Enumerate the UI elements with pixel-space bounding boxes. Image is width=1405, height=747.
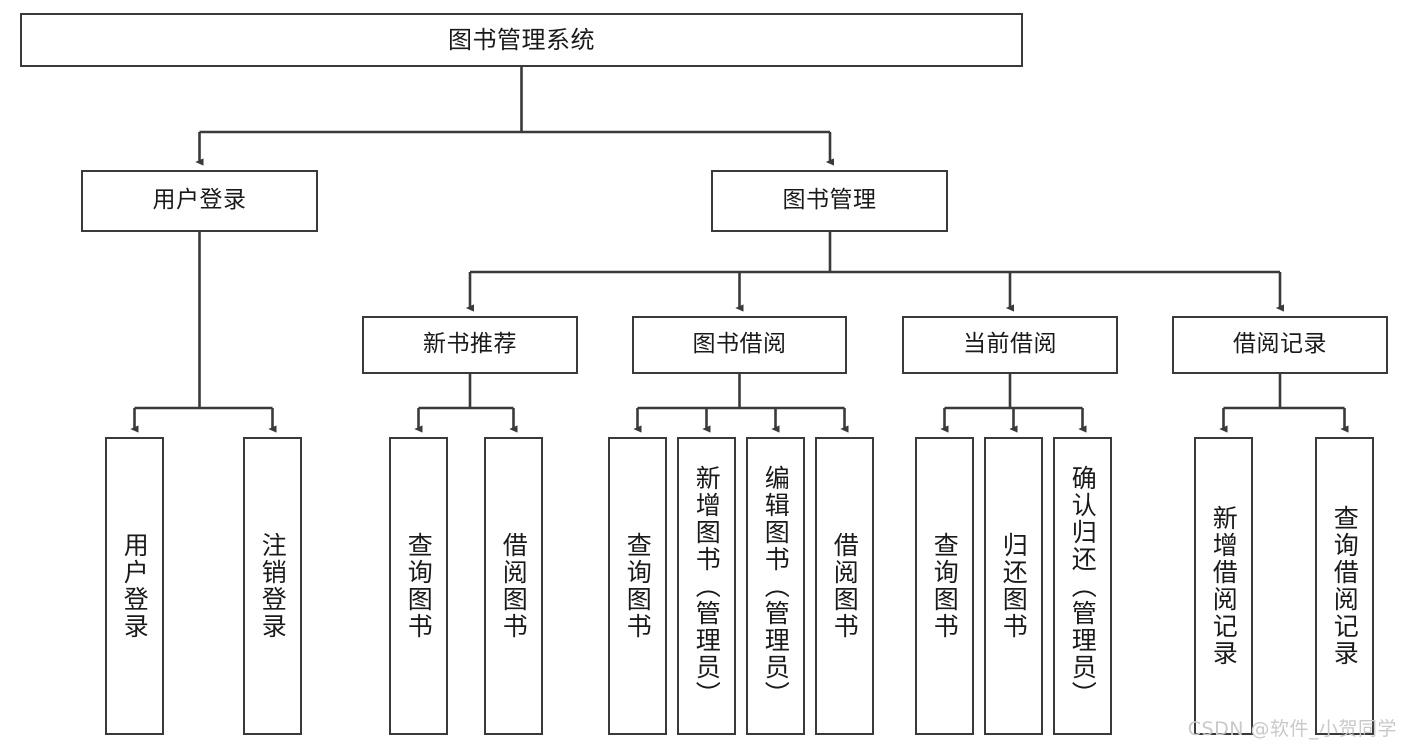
leaf-edit-book-admin[interactable]: 编辑图书（管理员） — [746, 437, 805, 735]
node-current-borrow-label: 当前借阅 — [963, 331, 1057, 358]
leaf-borrow-book-recommend-label: 借阅图书 — [499, 532, 529, 640]
node-new-book-recommend-label: 新书推荐 — [423, 331, 517, 358]
leaf-confirm-return-admin-label: 确认归还（管理员） — [1068, 464, 1098, 708]
leaf-query-book-recommend[interactable]: 查询图书 — [389, 437, 448, 735]
node-user-login[interactable]: 用户登录 — [81, 170, 318, 232]
leaf-return-book-label: 归还图书 — [999, 532, 1029, 640]
node-book-borrow[interactable]: 图书借阅 — [632, 316, 847, 374]
csdn-watermark: CSDN @软件_小贺同学 — [1187, 718, 1397, 740]
node-borrow-record[interactable]: 借阅记录 — [1172, 316, 1388, 374]
leaf-logout-label: 注销登录 — [258, 532, 288, 640]
leaf-add-book-admin[interactable]: 新增图书（管理员） — [677, 437, 736, 735]
leaf-query-book-recommend-label: 查询图书 — [404, 532, 434, 640]
node-book-management-label: 图书管理 — [782, 187, 877, 214]
leaf-query-book-borrow[interactable]: 查询图书 — [608, 437, 667, 735]
leaf-user-login-label: 用户登录 — [120, 532, 150, 640]
leaf-user-login[interactable]: 用户登录 — [105, 437, 164, 735]
node-current-borrow[interactable]: 当前借阅 — [902, 316, 1118, 374]
leaf-query-borrow-record[interactable]: 查询借阅记录 — [1315, 437, 1374, 735]
leaf-query-book-borrow-label: 查询图书 — [623, 532, 653, 640]
leaf-borrow-book-recommend[interactable]: 借阅图书 — [484, 437, 543, 735]
leaf-query-borrow-record-label: 查询借阅记录 — [1330, 505, 1360, 667]
node-book-management[interactable]: 图书管理 — [711, 170, 948, 232]
leaf-logout[interactable]: 注销登录 — [243, 437, 302, 735]
leaf-borrow-book[interactable]: 借阅图书 — [815, 437, 874, 735]
node-root-label: 图书管理系统 — [448, 25, 595, 54]
node-borrow-record-label: 借阅记录 — [1233, 331, 1327, 358]
node-user-login-label: 用户登录 — [152, 187, 247, 214]
node-new-book-recommend[interactable]: 新书推荐 — [362, 316, 578, 374]
leaf-borrow-book-label: 借阅图书 — [830, 532, 860, 640]
leaf-query-book-current-label: 查询图书 — [930, 532, 960, 640]
node-root[interactable]: 图书管理系统 — [20, 13, 1023, 67]
leaf-edit-book-admin-label: 编辑图书（管理员） — [761, 464, 791, 708]
leaf-add-borrow-record[interactable]: 新增借阅记录 — [1194, 437, 1253, 735]
leaf-query-book-current[interactable]: 查询图书 — [915, 437, 974, 735]
leaf-add-borrow-record-label: 新增借阅记录 — [1209, 505, 1239, 667]
leaf-confirm-return-admin[interactable]: 确认归还（管理员） — [1053, 437, 1112, 735]
leaf-return-book[interactable]: 归还图书 — [984, 437, 1043, 735]
leaf-add-book-admin-label: 新增图书（管理员） — [692, 464, 722, 708]
node-book-borrow-label: 图书借阅 — [692, 331, 787, 358]
